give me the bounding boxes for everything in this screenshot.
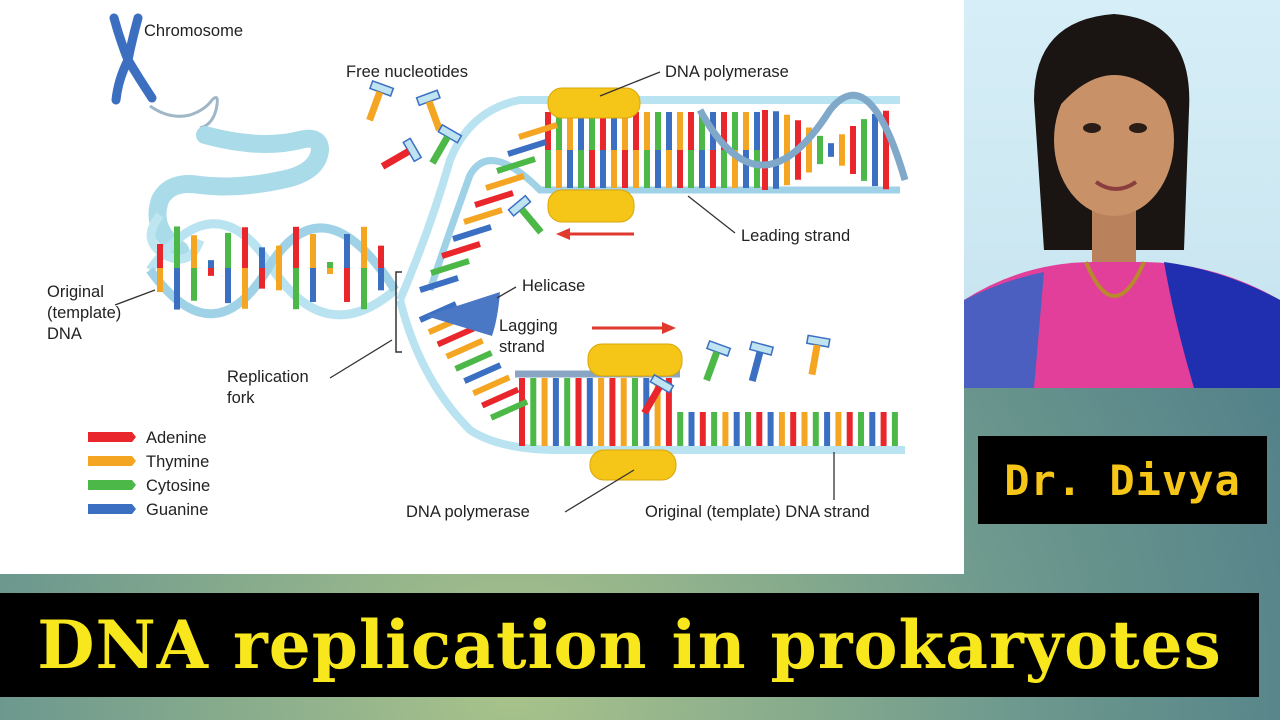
- free-nucleotide: [703, 339, 732, 382]
- leading-fork-backbone: [396, 96, 900, 302]
- legend-label: Thymine: [146, 453, 209, 471]
- label-original-line3: DNA: [47, 325, 82, 343]
- base-rung: [452, 224, 492, 242]
- presenter-name-box: Dr. Divya: [978, 436, 1267, 524]
- label-chromosome: Chromosome: [144, 22, 243, 40]
- base-rung: [474, 190, 514, 208]
- replication-fork-bracket: [395, 271, 402, 353]
- label-helicase: Helicase: [522, 277, 585, 295]
- presenter-photo: [964, 0, 1280, 388]
- base-rung: [472, 374, 511, 397]
- free-nucleotide: [366, 79, 395, 122]
- chromatin-tube: [148, 126, 330, 259]
- free-nucleotides-group: [366, 79, 831, 415]
- free-nucleotide: [415, 89, 443, 132]
- legend-item: Guanine: [88, 501, 208, 519]
- base-rung: [496, 156, 536, 174]
- legend-label: Guanine: [146, 501, 208, 519]
- parental-base-pairs: [157, 226, 384, 310]
- leading-new-backbone: [426, 157, 900, 292]
- legend-item: Cytosine: [88, 477, 210, 495]
- label-original-line2: (template): [47, 304, 121, 322]
- chromosome-icon: [109, 13, 157, 105]
- dna-polymerase-top-shape: [547, 87, 641, 223]
- label-dna-polymerase-bottom: DNA polymerase: [406, 503, 530, 521]
- base-rung: [507, 139, 547, 157]
- label-dna-polymerase-top: DNA polymerase: [665, 63, 789, 81]
- legend-swatch: [88, 432, 136, 442]
- leader-lines: [114, 71, 835, 513]
- free-nucleotide: [380, 137, 423, 170]
- diagram-canvas: Chromosome Free nucleotides DNA polymera…: [47, 13, 909, 521]
- free-nucleotide: [429, 123, 463, 165]
- base-rung: [489, 399, 529, 421]
- base-rung: [430, 258, 470, 276]
- base-rung: [481, 386, 520, 409]
- helicase-shape: [426, 292, 500, 336]
- base-rung: [518, 122, 558, 140]
- legend-item: Adenine: [88, 429, 207, 447]
- leading-direction-arrow: [556, 228, 634, 240]
- base-rung: [485, 173, 525, 191]
- legend-swatch: [88, 504, 136, 514]
- label-original-template-strand: Original (template) DNA strand: [645, 503, 870, 521]
- title-banner: DNA replication in prokaryotes: [0, 593, 1259, 697]
- base-rung: [418, 301, 458, 323]
- label-original-line1: Original: [47, 283, 104, 301]
- label-replication-fork-line2: fork: [227, 389, 255, 407]
- legend-item: Thymine: [88, 453, 209, 471]
- dna-polymerase-bottom-shape: [587, 343, 683, 481]
- free-nucleotide: [748, 340, 775, 382]
- lagging-direction-arrow: [592, 322, 676, 334]
- free-nucleotide: [641, 373, 675, 415]
- video-title: DNA replication in prokaryotes: [37, 606, 1222, 684]
- base-rung: [436, 325, 475, 348]
- base-rung: [441, 241, 481, 259]
- leading-helix-twist: [696, 91, 909, 181]
- free-nucleotide: [507, 194, 544, 235]
- label-lagging-strand-line2: strand: [499, 338, 545, 356]
- base-rung: [463, 362, 502, 384]
- leading-strand-base-pairs: [419, 110, 889, 293]
- base-rung: [463, 207, 503, 225]
- lagging-strand-base-pairs: [418, 301, 898, 446]
- presenter-name: Dr. Divya: [1004, 455, 1241, 505]
- free-nucleotide: [805, 334, 831, 376]
- parental-backbone-2: [146, 223, 399, 319]
- base-rung: [445, 337, 484, 360]
- lagging-fork-backbone: [396, 299, 905, 454]
- legend-label: Adenine: [146, 429, 207, 447]
- base-rung: [454, 350, 493, 372]
- label-free-nucleotides: Free nucleotides: [346, 63, 468, 81]
- dna-replication-diagram: Chromosome Free nucleotides DNA polymera…: [47, 13, 909, 521]
- legend-swatch: [88, 456, 136, 466]
- legend-swatch: [88, 480, 136, 490]
- label-leading-strand: Leading strand: [741, 227, 850, 245]
- presenter-portrait: [964, 14, 1280, 388]
- label-replication-fork-line1: Replication: [227, 368, 309, 386]
- legend-label: Cytosine: [146, 477, 210, 495]
- base-rung: [419, 275, 459, 293]
- chromatin-fibre: [149, 96, 219, 130]
- label-lagging-strand-line1: Lagging: [499, 317, 558, 335]
